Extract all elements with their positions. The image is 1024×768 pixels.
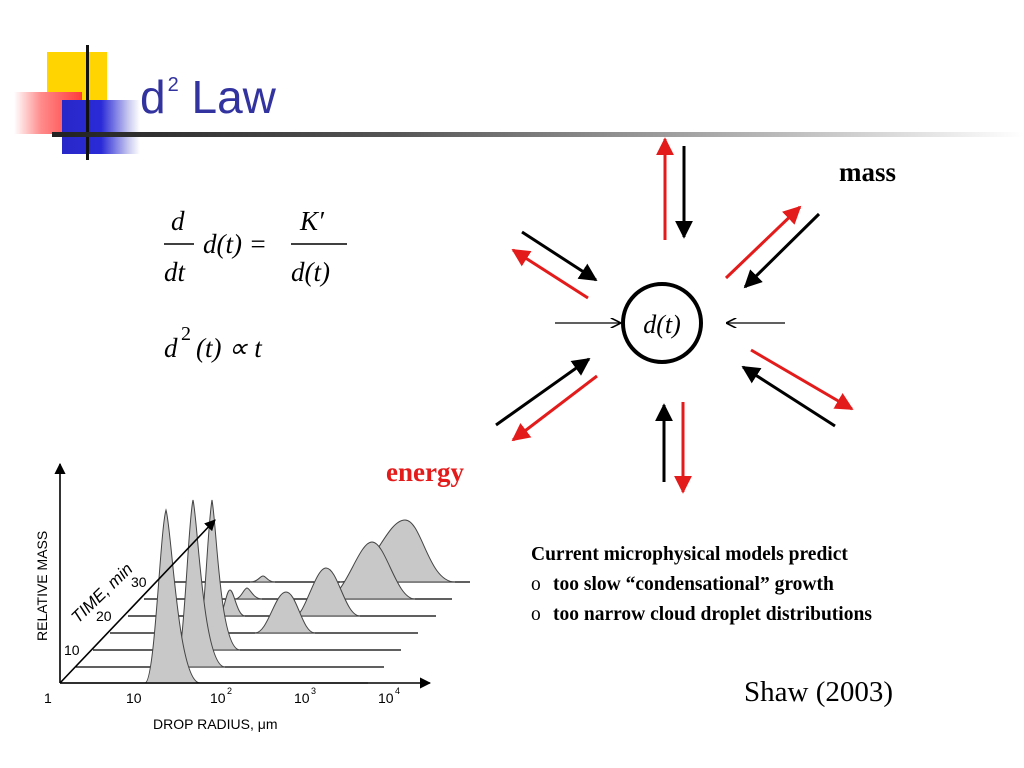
notes-item: o too narrow cloud droplet distributions [531,600,872,630]
x-tick-exponent: 2 [227,686,232,696]
x-tick-exponent: 3 [311,686,316,696]
notes-item-text: too narrow cloud droplet distributions [553,604,872,625]
eq1-denominator: d(t) [291,257,330,287]
eq1-numerator: K′ [299,206,325,236]
x-tick: 10 [378,690,394,706]
title-superscript: 2 [167,74,179,96]
decor-blue-square [62,100,140,154]
peak [144,508,201,684]
peak [324,541,416,600]
time-tick: 30 [131,574,147,590]
eq1-dt: dt [164,257,187,287]
notes-heading: Current microphysical models predict [531,544,848,565]
arrow-energy-lower-right [750,348,854,411]
x-axis-label: DROP RADIUS, μm [153,716,278,732]
x-tick: 10 [210,690,226,706]
y-axis-label: RELATIVE MASS [34,531,50,641]
droplet-circle [621,282,703,364]
source-credit: Shaw (2003) [744,676,894,708]
arrow-mass-upper-right [743,212,821,289]
peak [174,499,226,668]
title-base: d [140,71,166,123]
arrow-energy-upper-left [511,248,589,300]
x-tick-exponent: 4 [395,686,400,696]
arrow-energy-upper-right [724,205,802,280]
time-tick: 10 [64,642,80,658]
x-tick: 10 [126,690,142,706]
eq2-rest: (t) ∝ t [196,333,263,363]
eq1-d: d [171,206,185,236]
peak [294,567,361,617]
arrow-mass-lower-right [741,365,836,428]
eq2-base: d [164,333,178,363]
eq2-exponent: 2 [181,323,191,345]
peak [254,591,316,634]
eq1-lhs: d(t) = [203,229,267,259]
x-tick: 1 [44,690,52,706]
decor-vertical-line [86,45,89,160]
peak [249,575,276,583]
arrow-mass-upper-left [521,230,598,282]
bullet-marker: o [531,604,541,625]
time-axis [59,519,216,684]
mass-label: mass [839,157,897,187]
bullet-marker: o [531,574,541,595]
spectrum-peaks [144,499,456,684]
title-suffix: Law [178,71,276,123]
droplet-label: d(t) [643,310,681,339]
title-rule [52,132,1024,137]
x-tick: 10 [294,690,310,706]
peak [234,587,263,600]
arrow-mass-lower-left [495,357,591,427]
arrow-energy-lower-left [511,374,598,442]
energy-label: energy [386,457,464,487]
notes-item: o too slow “condensational” growth [531,570,872,600]
notes-item-text: too slow “condensational” growth [553,574,834,595]
time-tick: 20 [96,608,112,624]
